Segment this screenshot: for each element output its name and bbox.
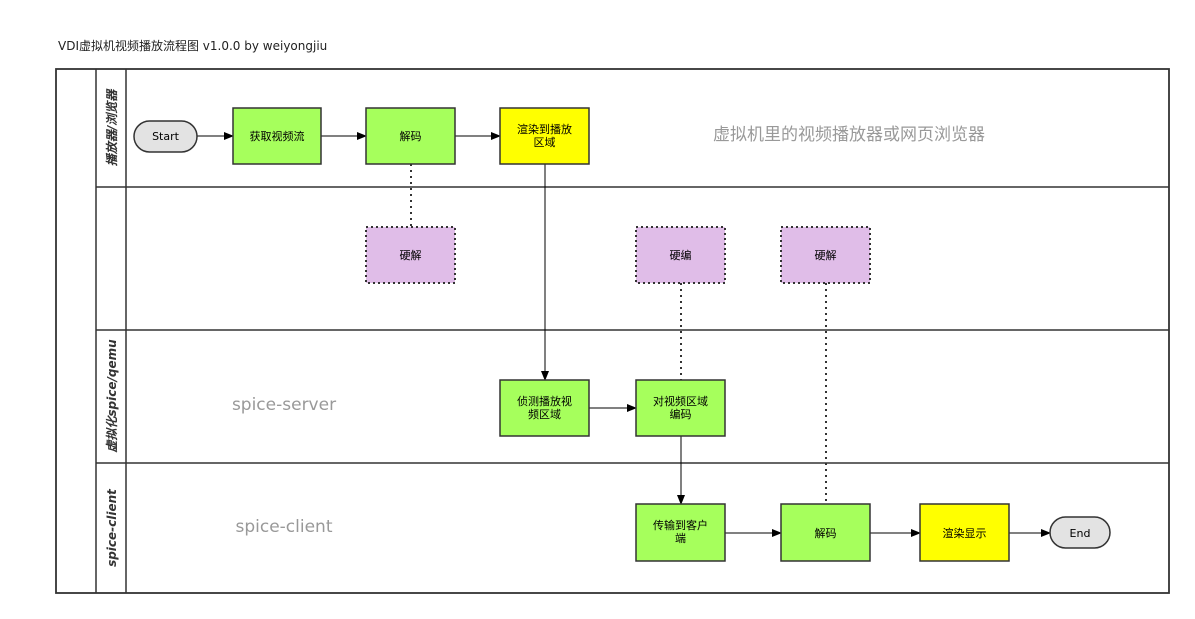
lane-label-browser: 播放器/浏览器 xyxy=(105,88,119,166)
lane-label-spice: 虚拟化spice/qemu xyxy=(105,339,119,454)
hw-decode-node-2 xyxy=(780,226,871,284)
pool-frame xyxy=(55,68,1170,594)
transfer-line: 传输到客户 xyxy=(653,518,708,532)
encode-area-line: 编码 xyxy=(670,407,692,421)
render-area-label: 渲染到播放区域 xyxy=(517,122,572,149)
decode-node-1-label: 解码 xyxy=(400,129,422,143)
get-stream-label: 获取视频流 xyxy=(250,129,305,143)
transfer-line: 端 xyxy=(675,532,686,545)
decode-node-1 xyxy=(365,107,456,165)
detect-area-line: 频区域 xyxy=(528,407,561,421)
decode-node-2 xyxy=(780,503,871,562)
start-node-label: Start xyxy=(152,130,180,143)
annotation-spice-client: spice-client xyxy=(235,517,332,537)
detect-area-line: 侦测播放视 xyxy=(517,394,572,408)
annotation-vm-player: 虚拟机里的视频播放器或网页浏览器 xyxy=(713,125,985,145)
hw-decode-node-1-label: 硬解 xyxy=(400,248,422,262)
render-area-line: 渲染到播放 xyxy=(517,122,572,136)
get-stream-node xyxy=(232,107,322,165)
encode-area-label: 对视频区域编码 xyxy=(653,394,708,421)
end-node-label: End xyxy=(1070,527,1091,540)
render-show-label: 渲染显示 xyxy=(943,526,987,540)
decode-node-2-label: 解码 xyxy=(815,526,837,540)
transfer-node xyxy=(635,503,726,562)
diagram-title: VDI虚拟机视频播放流程图 v1.0.0 by weiyongjiu xyxy=(58,39,328,53)
render-area-node xyxy=(499,107,590,165)
detect-area-label: 侦测播放视频区域 xyxy=(517,394,572,421)
encode-area-line: 对视频区域 xyxy=(653,394,708,408)
hw-decode-node-2-label: 硬解 xyxy=(815,248,837,262)
end-node xyxy=(1049,516,1111,549)
render-show-node xyxy=(919,503,1010,562)
render-area-line: 区域 xyxy=(534,136,556,149)
lane-label-client: spice-client xyxy=(105,488,119,567)
detect-area-node xyxy=(499,379,590,437)
transfer-label: 传输到客户端 xyxy=(653,518,708,545)
annotation-spice-server: spice-server xyxy=(232,395,336,415)
start-node xyxy=(133,120,198,153)
hw-encode-node-label: 硬编 xyxy=(670,248,692,262)
hw-encode-node xyxy=(635,226,726,284)
encode-area-node xyxy=(635,379,726,437)
hw-decode-node-1 xyxy=(365,226,456,284)
